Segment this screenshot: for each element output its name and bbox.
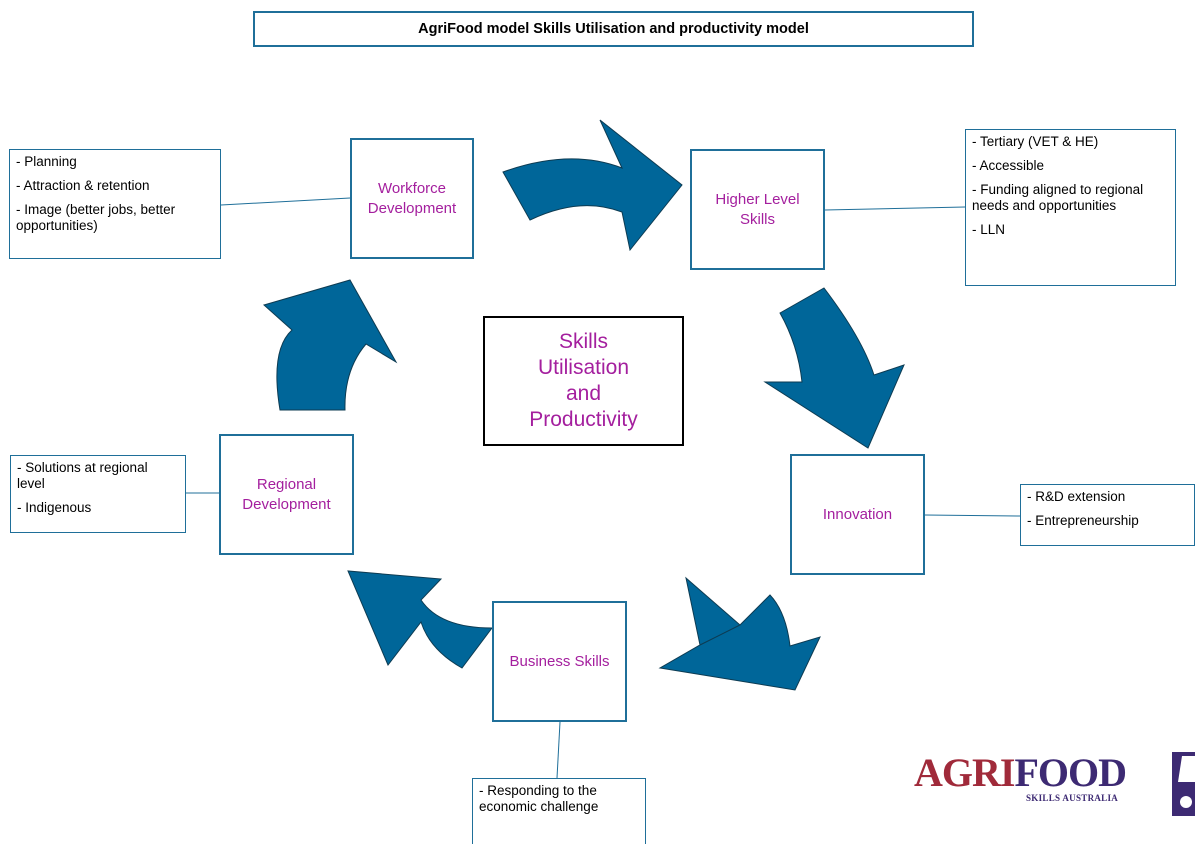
note-item: - Responding to the economic challenge — [479, 783, 599, 814]
note-item: - Planning — [16, 154, 77, 169]
note-item: - Attraction & retention — [16, 178, 150, 193]
node-label: Higher Level — [715, 190, 800, 208]
logo-part1: AGRI — [914, 750, 1015, 795]
note-regional: - Solutions at regional level - Indigeno… — [10, 455, 186, 533]
note-item: - Entrepreneurship — [1027, 513, 1139, 528]
node-label: Development — [242, 495, 331, 513]
note-item: - LLN — [972, 222, 1006, 237]
node-label: Regional — [256, 475, 317, 493]
logo-part2: FOOD — [1014, 750, 1127, 795]
note-item: - Tertiary (VET & HE) — [972, 134, 1099, 149]
diagram-title: AgriFood model Skills Utilisation and pr… — [253, 11, 974, 47]
arrow-regional-to-workforce — [262, 279, 398, 411]
note-item: - R&D extension — [1027, 489, 1126, 504]
note-workforce: - Planning - Attraction & retention - Im… — [9, 149, 221, 259]
node-label: Innovation — [822, 505, 893, 523]
connector-business — [556, 721, 561, 779]
note-item: - Funding aligned to regional needs and … — [972, 182, 1144, 213]
center-line: Productivity — [529, 408, 638, 431]
node-label: Workforce — [377, 179, 447, 197]
logo-mark-icon — [1172, 752, 1195, 816]
note-item: - Indigenous — [17, 500, 92, 515]
note-item: - Image (better jobs, better opportuniti… — [16, 202, 176, 233]
node-label: Skills — [739, 210, 775, 228]
note-higher-level: - Tertiary (VET & HE) - Accessible - Fun… — [965, 129, 1176, 286]
logo-mark-shape — [1178, 756, 1195, 808]
connector-innovation — [924, 514, 1021, 517]
arrow-innovation-to-business — [658, 576, 821, 691]
connector-higher — [824, 206, 966, 211]
center-line: Utilisation — [537, 356, 630, 379]
node-regional-development: Regional Development — [219, 434, 354, 555]
node-label: Business Skills — [509, 652, 610, 670]
agrifood-logo: AGRIFOOD SKILLS AUSTRALIA — [914, 752, 1144, 812]
note-innovation: - R&D extension - Entrepreneurship — [1020, 484, 1195, 546]
connector-workforce — [220, 197, 351, 206]
node-business-skills: Business Skills — [492, 601, 627, 722]
arrow-workforce-to-higher — [502, 119, 683, 252]
node-innovation: Innovation — [790, 454, 925, 575]
arrow-business-to-regional — [347, 570, 493, 669]
note-item: - Accessible — [972, 158, 1045, 173]
logo-subtitle: SKILLS AUSTRALIA — [1026, 793, 1119, 803]
center-box: Skills Utilisation and Productivity — [483, 316, 684, 446]
center-line: Skills — [558, 330, 608, 353]
note-business: - Responding to the economic challenge — [472, 778, 646, 844]
node-label: Development — [367, 199, 457, 217]
note-item: - Solutions at regional level — [17, 460, 148, 491]
center-line: and — [565, 382, 602, 405]
node-workforce-development: Workforce Development — [350, 138, 474, 259]
logo-wordmark: AGRIFOOD — [914, 750, 1127, 795]
arrow-higher-to-innovation — [763, 287, 905, 449]
node-higher-level-skills: Higher Level Skills — [690, 149, 825, 270]
